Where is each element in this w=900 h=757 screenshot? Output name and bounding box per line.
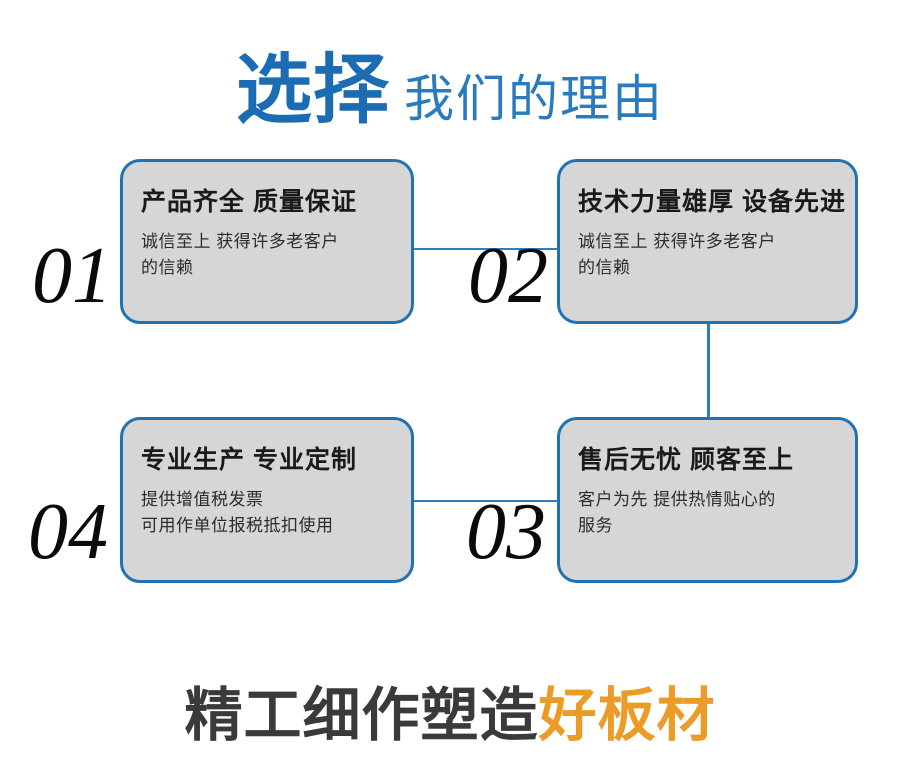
reason-card-04-title: 专业生产 专业定制 xyxy=(141,446,357,474)
connector-card2-card3 xyxy=(707,320,710,420)
reason-card-03-body-line-2: 服务 xyxy=(578,516,613,536)
connector-card4-card3 xyxy=(411,500,561,502)
reason-card-03-title: 售后无忧 顾客至上 xyxy=(578,446,794,474)
reason-card-03[interactable]: 售后无忧 顾客至上 客户为先 提供热情贴心的 服务 xyxy=(557,417,858,583)
reason-card-02-body-line-1: 诚信至上 获得许多老客户 xyxy=(578,231,776,251)
reason-number-04: 04 xyxy=(28,488,108,576)
reason-card-02[interactable]: 技术力量雄厚 设备先进 诚信至上 获得许多老客户 的信赖 xyxy=(557,159,858,324)
reason-card-04-body-line-2: 可用作单位报税抵扣使用 xyxy=(141,516,334,536)
reason-card-04[interactable]: 专业生产 专业定制 提供增值税发票 可用作单位报税抵扣使用 xyxy=(120,417,414,583)
reason-card-03-content: 售后无忧 顾客至上 客户为先 提供热情贴心的 服务 xyxy=(578,446,843,539)
reason-number-02: 02 xyxy=(468,232,548,320)
reason-card-04-content: 专业生产 专业定制 提供增值税发票 可用作单位报税抵扣使用 xyxy=(141,446,399,539)
reason-card-03-body-line-1: 客户为先 提供热情贴心的 xyxy=(578,489,776,509)
reason-card-02-body: 诚信至上 获得许多老客户 的信赖 xyxy=(578,229,843,282)
reason-card-01-content: 产品齐全 质量保证 诚信至上 获得许多老客户 的信赖 xyxy=(141,188,399,281)
reason-card-01[interactable]: 产品齐全 质量保证 诚信至上 获得许多老客户 的信赖 xyxy=(120,159,414,324)
reason-number-01: 01 xyxy=(32,232,112,320)
page-title-rest: 我们的理由 xyxy=(404,71,664,127)
reason-card-02-content: 技术力量雄厚 设备先进 诚信至上 获得许多老客户 的信赖 xyxy=(578,188,846,282)
page-title-emphasis: 选择 xyxy=(236,48,390,133)
footer-slogan-lead: 精工细作塑造 xyxy=(184,683,539,748)
reason-number-03: 03 xyxy=(466,488,546,576)
reason-card-02-body-line-2: 的信赖 xyxy=(578,258,631,278)
reason-card-03-body: 客户为先 提供热情贴心的 服务 xyxy=(578,487,843,540)
reason-card-01-body-line-1: 诚信至上 获得许多老客户 xyxy=(141,231,339,251)
reason-card-04-body-line-1: 提供增值税发票 xyxy=(141,489,264,509)
page-title: 选择我们的理由 xyxy=(0,28,900,138)
reason-card-01-body: 诚信至上 获得许多老客户 的信赖 xyxy=(141,229,399,282)
reason-card-04-body: 提供增值税发票 可用作单位报税抵扣使用 xyxy=(141,487,399,540)
footer-slogan: 精工细作塑造好板材 xyxy=(0,668,900,752)
reason-card-02-title: 技术力量雄厚 设备先进 xyxy=(578,188,846,216)
reason-card-01-body-line-2: 的信赖 xyxy=(141,258,194,278)
footer-slogan-accent: 好板材 xyxy=(538,683,716,748)
reason-card-01-title: 产品齐全 质量保证 xyxy=(141,188,357,216)
connector-card1-card2 xyxy=(411,248,561,250)
